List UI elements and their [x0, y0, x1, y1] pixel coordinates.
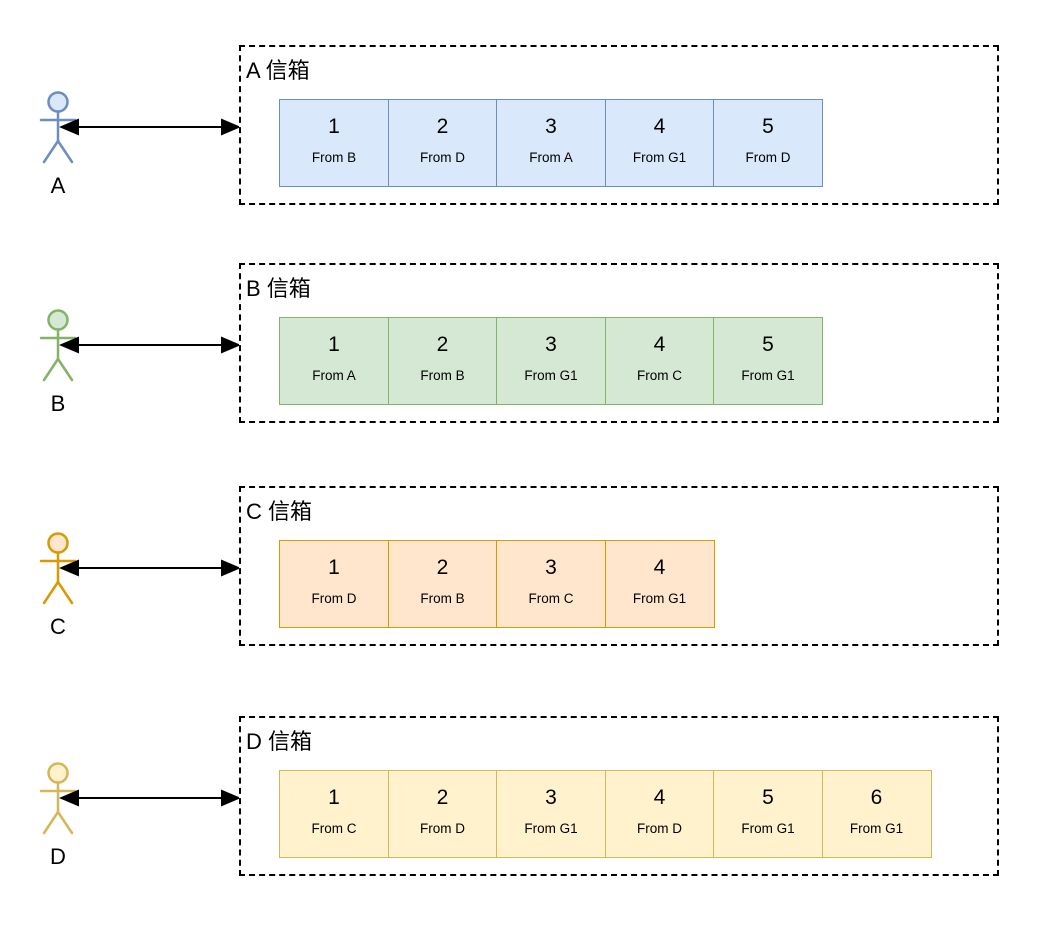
cell-from-label: From G1 — [524, 821, 578, 836]
cell-from-label: From C — [528, 591, 574, 606]
cell-number: 5 — [762, 786, 774, 809]
mailbox-title-c: C 信箱 — [246, 499, 313, 524]
actor-label-b: B — [50, 391, 66, 416]
cell-from-label: From G1 — [741, 821, 795, 836]
actor-figure-a: A — [34, 91, 82, 211]
cell-from-label: From G1 — [849, 821, 904, 836]
double-arrow-icon — [59, 789, 241, 807]
cell-from-label: From G1 — [741, 368, 795, 383]
cell-number: 1 — [328, 786, 340, 809]
cell-number: 4 — [653, 115, 666, 138]
cell-from-label: From B — [311, 150, 357, 165]
cell-from-label: From A — [529, 150, 573, 165]
stick-figure-icon — [39, 762, 77, 835]
double-arrow-icon — [59, 336, 241, 354]
mailbox-title-b: B 信箱 — [246, 276, 311, 301]
cell-number: 2 — [436, 556, 449, 579]
actor-figure-b: B — [34, 309, 82, 429]
double-arrow-icon — [59, 559, 241, 577]
mailbox-title-d: D 信箱 — [246, 729, 313, 754]
cell-number: 2 — [436, 333, 449, 356]
cell-number: 4 — [653, 786, 666, 809]
cell-number: 3 — [545, 333, 557, 356]
cell-from-label: From G1 — [524, 368, 578, 383]
stick-figure-icon — [39, 91, 77, 164]
actor-label-d: D — [50, 844, 66, 869]
stick-figure-icon — [39, 309, 77, 382]
cell-from-label: From C — [637, 368, 682, 383]
cell-from-label: From D — [420, 150, 465, 165]
cell-from-label: From D — [311, 591, 357, 606]
cell-number: 5 — [762, 115, 774, 138]
cell-number: 6 — [870, 786, 883, 809]
actor-figure-c: C — [34, 532, 82, 652]
actor-label-a: A — [50, 173, 66, 198]
cell-number: 2 — [436, 115, 449, 138]
cell-number: 4 — [653, 556, 666, 579]
cell-from-label: From B — [420, 368, 465, 383]
cell-from-label: From A — [312, 368, 356, 383]
cell-number: 3 — [545, 115, 557, 138]
cell-number: 1 — [328, 333, 340, 356]
cell-from-label: From G1 — [632, 150, 687, 165]
cell-from-label: From B — [420, 591, 465, 606]
cell-number: 3 — [545, 786, 557, 809]
cell-from-label: From D — [745, 150, 791, 165]
double-arrow-icon — [59, 118, 241, 136]
cell-from-label: From D — [637, 821, 682, 836]
cell-from-label: From D — [420, 821, 465, 836]
cell-number: 1 — [328, 556, 340, 579]
mailbox-title-a: A 信箱 — [246, 58, 310, 83]
actor-label-c: C — [50, 614, 66, 639]
cell-number: 3 — [545, 556, 557, 579]
actor-figure-d: D — [34, 762, 82, 882]
cell-from-label: From G1 — [632, 591, 687, 606]
cell-number: 4 — [653, 333, 666, 356]
cell-from-label: From C — [311, 821, 357, 836]
stick-figure-icon — [39, 532, 77, 605]
cell-number: 1 — [328, 115, 340, 138]
cell-number: 5 — [762, 333, 774, 356]
cell-number: 2 — [436, 786, 449, 809]
